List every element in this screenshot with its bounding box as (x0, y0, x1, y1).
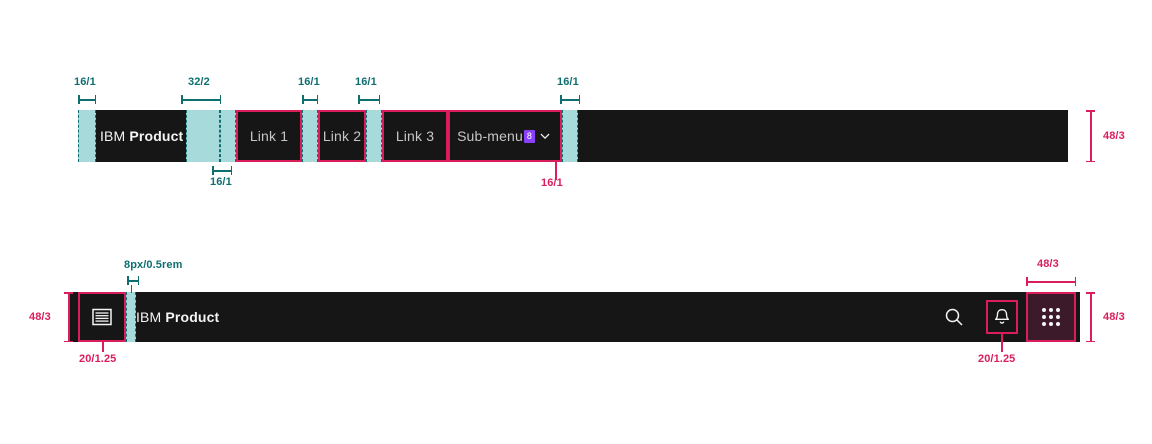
bottom-navbar-menu-button[interactable] (78, 292, 126, 342)
spacer-bottom-brand-left-pad (126, 292, 136, 342)
bottom-navbar-app-switcher-button[interactable] (1026, 292, 1076, 342)
top-navbar-link-1-label: Link 1 (249, 128, 289, 144)
measure-menu-button-height (64, 292, 73, 342)
label-brand-right-pad: 32/2 (188, 76, 210, 88)
leader-menu-button-size (102, 342, 104, 352)
top-navbar-link-2-label: Link 2 (322, 128, 362, 144)
measure-brand-bottom (212, 166, 232, 175)
label-submenu-right: 16/1 (557, 76, 579, 88)
measure-top-navbar-height (1086, 110, 1095, 162)
spacer-link2-link3 (366, 110, 382, 162)
label-switcher-height: 48/3 (1103, 311, 1125, 323)
chevron-down-icon[interactable] (537, 128, 553, 144)
label-menu-button-size: 20/1.25 (79, 353, 117, 365)
label-menu-button-height: 48/3 (29, 311, 51, 323)
label-link-gap-b: 16/1 (355, 76, 377, 88)
measure-link-gap-a (302, 95, 318, 104)
label-link-gap-a: 16/1 (298, 76, 320, 88)
measure-brand-right-pad (181, 95, 221, 104)
bottom-navbar (70, 292, 1080, 342)
measure-switcher-width (1026, 277, 1076, 286)
search-icon (943, 306, 965, 328)
label-brand-bottom: 16/1 (210, 176, 232, 188)
leader-submenu-bottom (555, 162, 557, 180)
top-navbar-link-3[interactable]: Link 3 (382, 110, 448, 162)
top-navbar-link-3-label: Link 3 (395, 128, 435, 144)
spacer-before-link1 (220, 110, 236, 162)
measure-link-gap-b (358, 95, 380, 104)
bottom-brand-prefix: IBM (136, 309, 162, 325)
spacer-brand-left-pad (78, 110, 96, 162)
notification-bell-icon (992, 307, 1012, 327)
bottom-brand-name: Product (165, 309, 220, 325)
label-bell-size: 20/1.25 (978, 353, 1016, 365)
label-switcher-width: 48/3 (1037, 258, 1059, 270)
top-navbar-link-2[interactable]: Link 2 (318, 110, 366, 162)
top-navbar-link-1[interactable]: Link 1 (236, 110, 302, 162)
measure-bottom-brand-left-pad (127, 276, 139, 285)
top-navbar-brand[interactable]: IBM Product (96, 110, 187, 162)
measure-brand-left-pad (78, 95, 96, 104)
brand-prefix: IBM (100, 128, 126, 144)
app-switcher-grid-icon (1042, 308, 1060, 326)
brand-name: Product (129, 128, 184, 144)
bottom-navbar-search-button[interactable] (930, 292, 978, 342)
top-navbar-submenu[interactable]: Sub-menu 8 (448, 110, 562, 162)
submenu-badge: 8 (523, 129, 535, 143)
measure-switcher-height (1086, 292, 1095, 342)
bottom-navbar-brand[interactable]: IBM Product (136, 292, 219, 342)
label-bottom-brand-left-pad: 8px/0.5rem (124, 259, 183, 271)
bottom-navbar-notification-button[interactable] (986, 300, 1018, 334)
spacer-submenu-right (562, 110, 578, 162)
hamburger-menu-icon (91, 306, 113, 328)
label-submenu-bottom: 16/1 (541, 177, 563, 189)
spacer-link1-link2 (302, 110, 318, 162)
label-top-navbar-height: 48/3 (1103, 130, 1125, 142)
measure-submenu-right (560, 95, 580, 104)
spacer-brand-right-pad (186, 110, 220, 162)
top-navbar-submenu-label: Sub-menu (457, 128, 523, 144)
leader-bell-size (1001, 334, 1003, 352)
label-brand-left-pad: 16/1 (74, 76, 96, 88)
leader-bottom-brand-left-pad (131, 285, 133, 293)
